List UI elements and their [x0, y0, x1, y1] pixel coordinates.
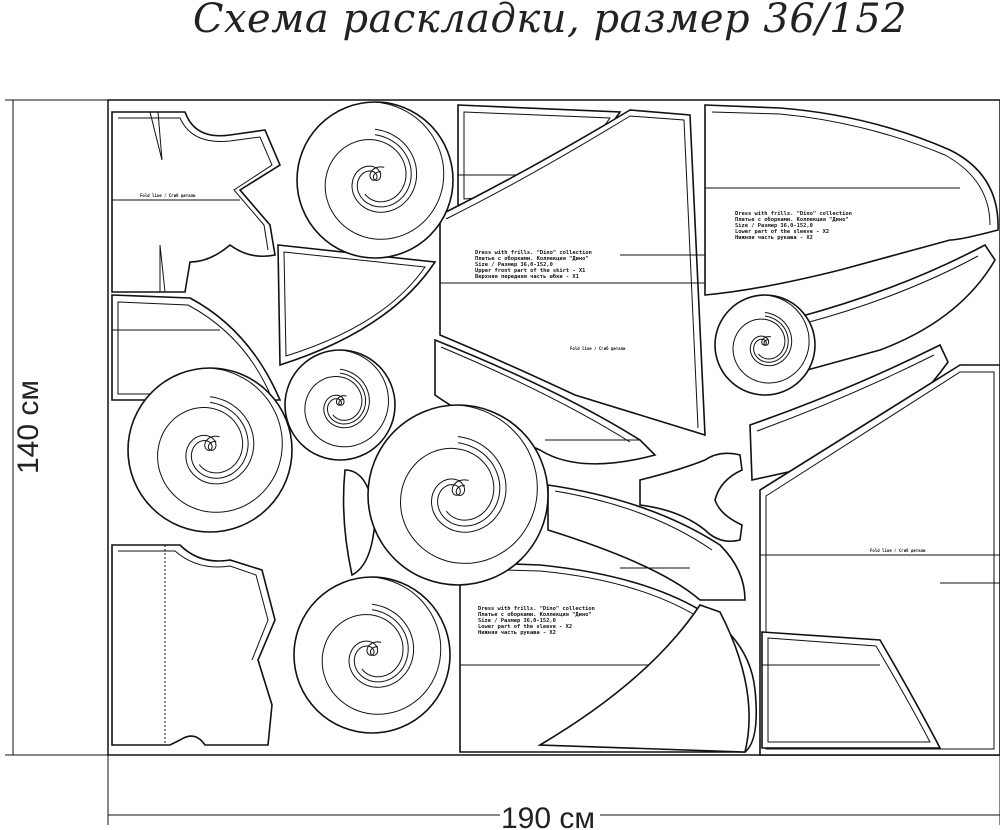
pattern-piece-frill-triangle-5	[761, 631, 942, 749]
pattern-piece-spiral-4	[127, 367, 293, 533]
svg-text:Fold line / Сгиб детали: Fold line / Сгиб детали	[870, 548, 926, 553]
pattern-piece-spiral-1	[296, 101, 454, 259]
pattern-piece-sleeve-top-right: Dress with frills. "Dino" collection Пла…	[704, 104, 999, 296]
pattern-piece-skirt-upper-front: Dress with frills. "Dino" collection Пла…	[439, 109, 706, 437]
spiral-line	[324, 101, 445, 240]
pattern-piece-frill-curve-4	[547, 484, 746, 601]
spiral-line	[437, 442, 501, 527]
spiral-line	[753, 315, 789, 363]
pattern-piece-frill-triangle-1	[277, 244, 437, 367]
svg-text:Fold line / Сгиб детали: Fold line / Сгиб детали	[140, 193, 196, 198]
page-title: Схема раскладки, размер 36/152	[192, 0, 908, 42]
pattern-piece-bodice-bottom	[111, 544, 276, 746]
height-label: 140 см	[12, 380, 45, 474]
pattern-piece-spiral-2	[714, 294, 816, 396]
sleeve-label-1: Dress with frills. "Dino" collection Пла…	[735, 211, 855, 241]
pattern-piece-spiral-6	[293, 576, 451, 734]
svg-text:Fold line / Сгиб детали: Fold line / Сгиб детали	[570, 346, 626, 351]
spiral-line	[356, 134, 412, 208]
width-label: 190 см	[501, 802, 595, 830]
spiral-line	[732, 294, 810, 384]
height-dimension: 140 см	[5, 99, 108, 756]
pattern-piece-bodice-top: Fold line / Сгиб детали	[111, 111, 282, 293]
pattern-piece-spiral-5	[367, 404, 549, 586]
spiral-line	[399, 404, 538, 564]
pattern-piece-facing	[639, 452, 743, 543]
spiral-frills	[127, 101, 816, 734]
spiral-line	[190, 401, 249, 479]
width-dimension: 190 см	[107, 755, 1000, 830]
pattern-piece-frill-triangle-4	[537, 604, 750, 753]
sleeve-label-2: Dress with frills. "Dino" collection Пла…	[478, 606, 598, 636]
spiral-line	[353, 609, 409, 683]
spiral-line	[304, 349, 390, 448]
pattern-piece-spiral-3	[284, 349, 396, 461]
pattern-piece-crescent	[342, 469, 376, 577]
pattern-piece-frill-curve-2	[794, 243, 996, 374]
spiral-line	[327, 372, 366, 425]
spiral-line	[157, 367, 283, 513]
pattern-piece-frill-curve-1	[434, 338, 657, 465]
skirt-label: Dress with frills. "Dino" collection Пла…	[475, 250, 595, 280]
spiral-line	[321, 576, 442, 715]
